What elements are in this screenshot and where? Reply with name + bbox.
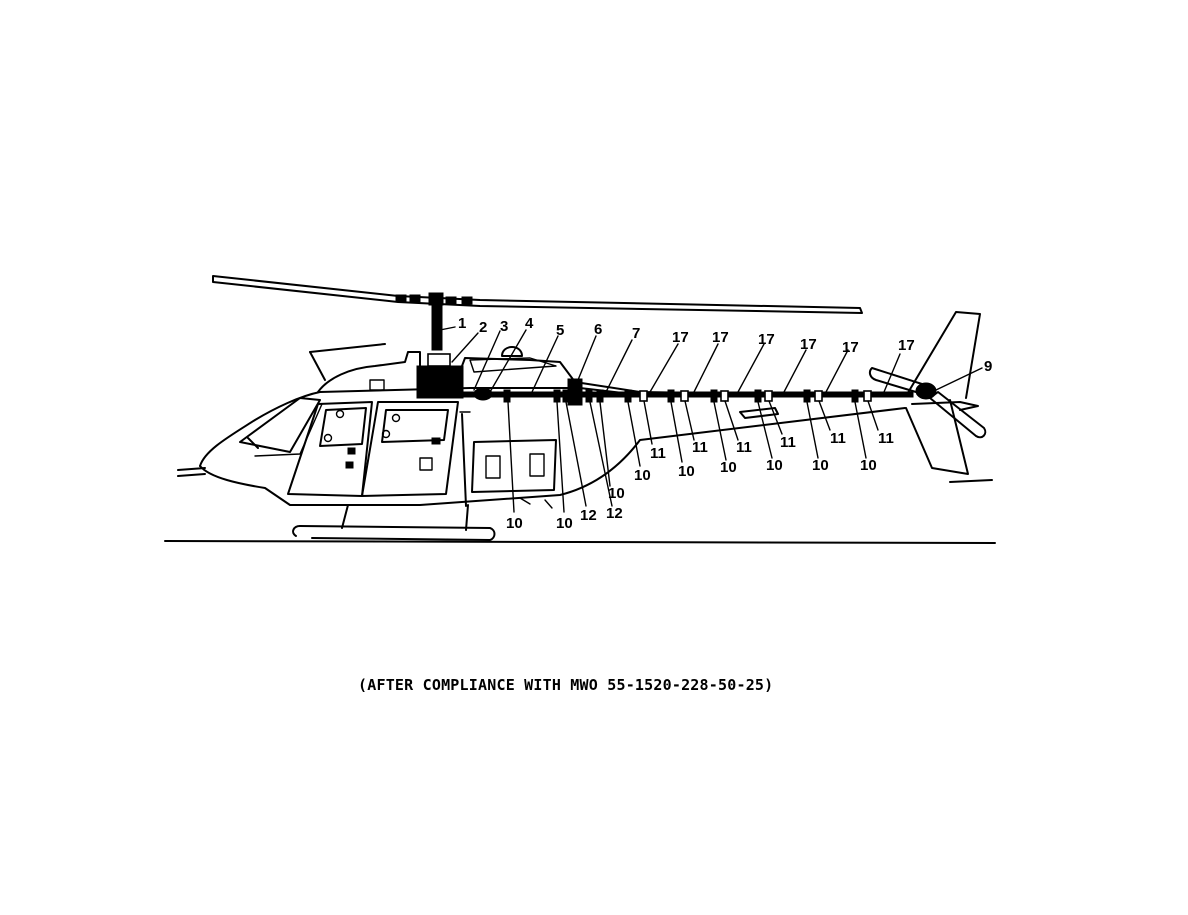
callout-17: 17	[800, 336, 817, 353]
cabin-details	[239, 379, 557, 507]
callout-17: 17	[842, 339, 859, 356]
callout-10: 10	[678, 463, 695, 480]
leader-lines	[439, 326, 983, 513]
callout-10: 10	[608, 485, 625, 502]
callout-9: 9	[984, 358, 992, 375]
callout-2: 2	[479, 319, 487, 336]
callout-11: 11	[878, 430, 894, 447]
callout-12: 12	[580, 507, 597, 524]
drive-shaft-system	[416, 353, 914, 419]
callout-11: 11	[692, 439, 708, 456]
callout-10: 10	[720, 459, 737, 476]
callout-17: 17	[712, 329, 729, 346]
callout-17: 17	[758, 331, 775, 348]
callout-11: 11	[830, 430, 846, 447]
callout-10: 10	[556, 515, 573, 532]
ground-line	[164, 540, 996, 544]
callout-10: 10	[766, 457, 783, 474]
callout-1: 1	[458, 315, 466, 332]
callout-10: 10	[860, 457, 877, 474]
callout-11: 11	[780, 434, 796, 451]
callout-11: 11	[736, 439, 752, 456]
figure-caption: (AFTER COMPLIANCE WITH MWO 55-1520-228-5…	[358, 676, 774, 694]
callout-10: 10	[812, 457, 829, 474]
landing-skids	[292, 497, 553, 541]
callout-6: 6	[594, 321, 602, 338]
callout-7: 7	[632, 325, 640, 342]
callout-12: 12	[606, 505, 623, 522]
callout-10: 10	[634, 467, 651, 484]
callout-3: 3	[500, 318, 508, 335]
callout-labels: 1 2 3 4 5 6 7 17 17 17 17 17 17 9 11 11 …	[458, 315, 992, 532]
callout-17: 17	[672, 329, 689, 346]
callout-10: 10	[506, 515, 523, 532]
callout-17: 17	[898, 337, 915, 354]
callout-5: 5	[556, 322, 564, 339]
callout-11: 11	[650, 445, 666, 462]
callout-4: 4	[525, 315, 534, 332]
tail-section	[868, 311, 993, 483]
main-rotor	[212, 275, 863, 351]
